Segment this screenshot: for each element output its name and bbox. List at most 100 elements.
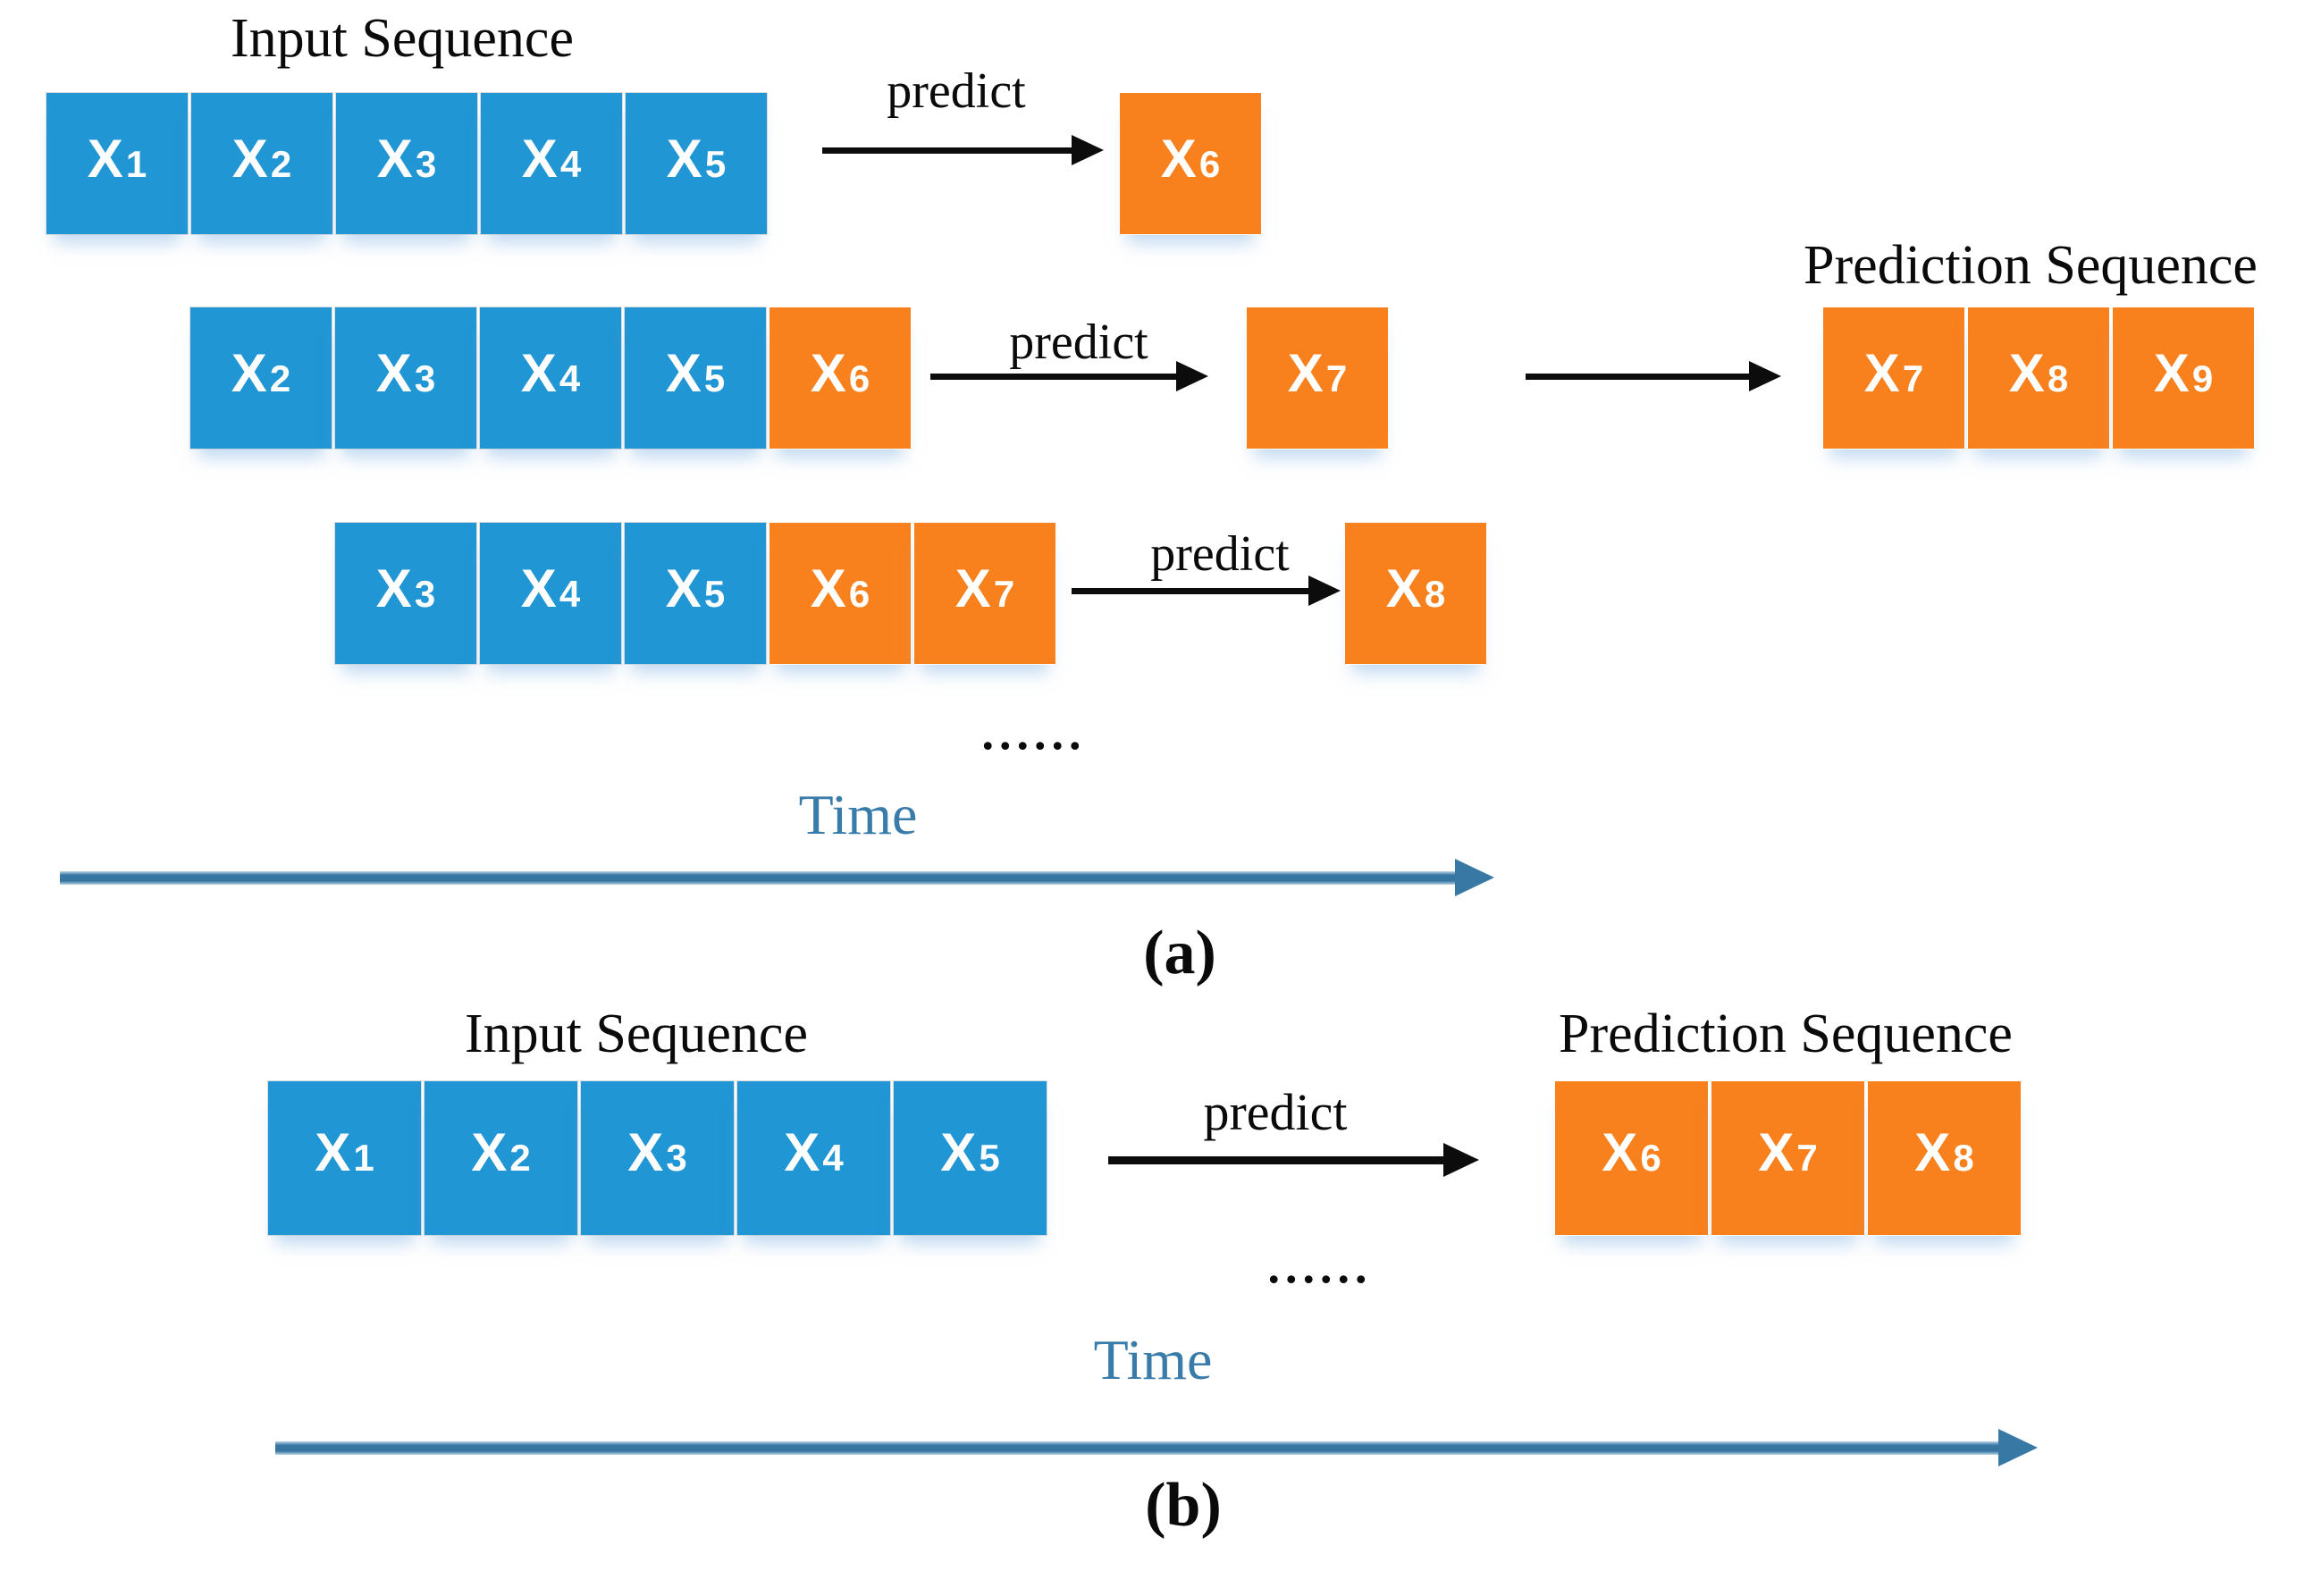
- arrow-shaft: [275, 1441, 1998, 1455]
- cell-variable-label: X: [627, 1122, 664, 1182]
- cell-variable-subscript: 2: [269, 357, 291, 399]
- section-a-input-sequence-title: Input Sequence: [231, 8, 574, 69]
- cell-variable-label: X: [87, 129, 123, 189]
- arrow-head: [1749, 361, 1781, 391]
- section-b-time-label: Time: [1093, 1328, 1213, 1391]
- cell-variable-label: X: [784, 1122, 820, 1182]
- cell-variable-subscript: 6: [848, 357, 870, 399]
- cell-variable-subscript: 8: [2047, 357, 2069, 399]
- cell-variable-label: X: [231, 343, 267, 403]
- cell-variable-label: X: [954, 559, 991, 618]
- cell-variable-label: X: [810, 343, 846, 403]
- cell-variable-subscript: 3: [414, 573, 436, 615]
- cell-variable-subscript: 4: [559, 143, 582, 185]
- cell-variable-label: X: [1385, 559, 1422, 618]
- cell-variable-label: X: [666, 129, 702, 189]
- arrow-head: [1998, 1429, 2038, 1466]
- arrow-shaft: [822, 147, 1072, 154]
- cell-variable-subscript: 1: [125, 143, 147, 185]
- cell-variable-label: X: [471, 1122, 508, 1182]
- cell-variable-subscript: 6: [848, 573, 870, 615]
- cell-variable-subscript: 7: [1902, 357, 1924, 399]
- cell-variable-subscript: 4: [559, 357, 581, 399]
- cell-variable-subscript: 5: [703, 357, 726, 399]
- cell-variable-label: X: [1758, 1122, 1795, 1182]
- cell-variable-subscript: 7: [1325, 357, 1348, 399]
- cell-variable-label: X: [1287, 343, 1324, 403]
- section-a-time-label: Time: [798, 783, 918, 846]
- cell-variable-subscript: 4: [822, 1137, 844, 1179]
- section-a-predict3-arrow: [1072, 575, 1341, 607]
- arrow-shaft: [1526, 373, 1749, 380]
- section-a-predict3-label: predict: [1150, 526, 1290, 582]
- cell-variable-label: X: [231, 129, 268, 189]
- cell-variable-label: X: [1863, 343, 1900, 403]
- cell-variable-label: X: [1914, 1122, 1951, 1182]
- cell-variable-label: X: [665, 343, 702, 403]
- cell-variable-label: X: [520, 343, 557, 403]
- cell-variable-subscript: 8: [1953, 1137, 1974, 1179]
- cell-variable-label: X: [521, 129, 558, 189]
- cell-variable-subscript: 2: [270, 143, 292, 185]
- arrow-shaft: [930, 373, 1176, 380]
- cell-variable-subscript: 5: [979, 1137, 1000, 1179]
- cell-variable-subscript: 3: [415, 143, 437, 185]
- section-a-collect-arrow: [1526, 360, 1781, 392]
- cell-variable-label: X: [375, 559, 412, 618]
- cell-variable-subscript: 3: [414, 357, 436, 399]
- arrow-head: [1443, 1143, 1479, 1177]
- cell-variable-subscript: 1: [353, 1137, 374, 1179]
- section-b-prediction-sequence-title: Prediction Sequence: [1559, 1004, 2013, 1064]
- section-a-time-axis-arrow: [60, 858, 1494, 897]
- cell-variable-subscript: 2: [509, 1137, 531, 1179]
- cell-variable-label: X: [2008, 343, 2045, 403]
- section-a-predict2-arrow: [930, 360, 1208, 392]
- cell-variable-label: X: [940, 1122, 977, 1182]
- cell-variable-label: X: [376, 129, 413, 189]
- arrow-shaft: [1072, 587, 1308, 594]
- section-b-ellipsis: ......: [1267, 1239, 1373, 1293]
- section-b-predict-arrow: [1108, 1143, 1479, 1177]
- section-b-input-sequence-title: Input Sequence: [465, 1004, 808, 1064]
- cell-variable-subscript: 6: [1198, 143, 1221, 185]
- cell-variable-label: X: [2153, 343, 2190, 403]
- cell-variable-subscript: 4: [559, 573, 581, 615]
- section-a-predict2-label: predict: [1009, 315, 1148, 370]
- section-a-ellipsis: ......: [981, 706, 1087, 760]
- cell-variable-subscript: 6: [1640, 1137, 1661, 1179]
- cell-variable-label: X: [665, 559, 702, 618]
- cell-variable-label: X: [1160, 129, 1197, 189]
- section-a-prediction-sequence-title: Prediction Sequence: [1804, 235, 2258, 296]
- cell-variable-label: X: [315, 1122, 351, 1182]
